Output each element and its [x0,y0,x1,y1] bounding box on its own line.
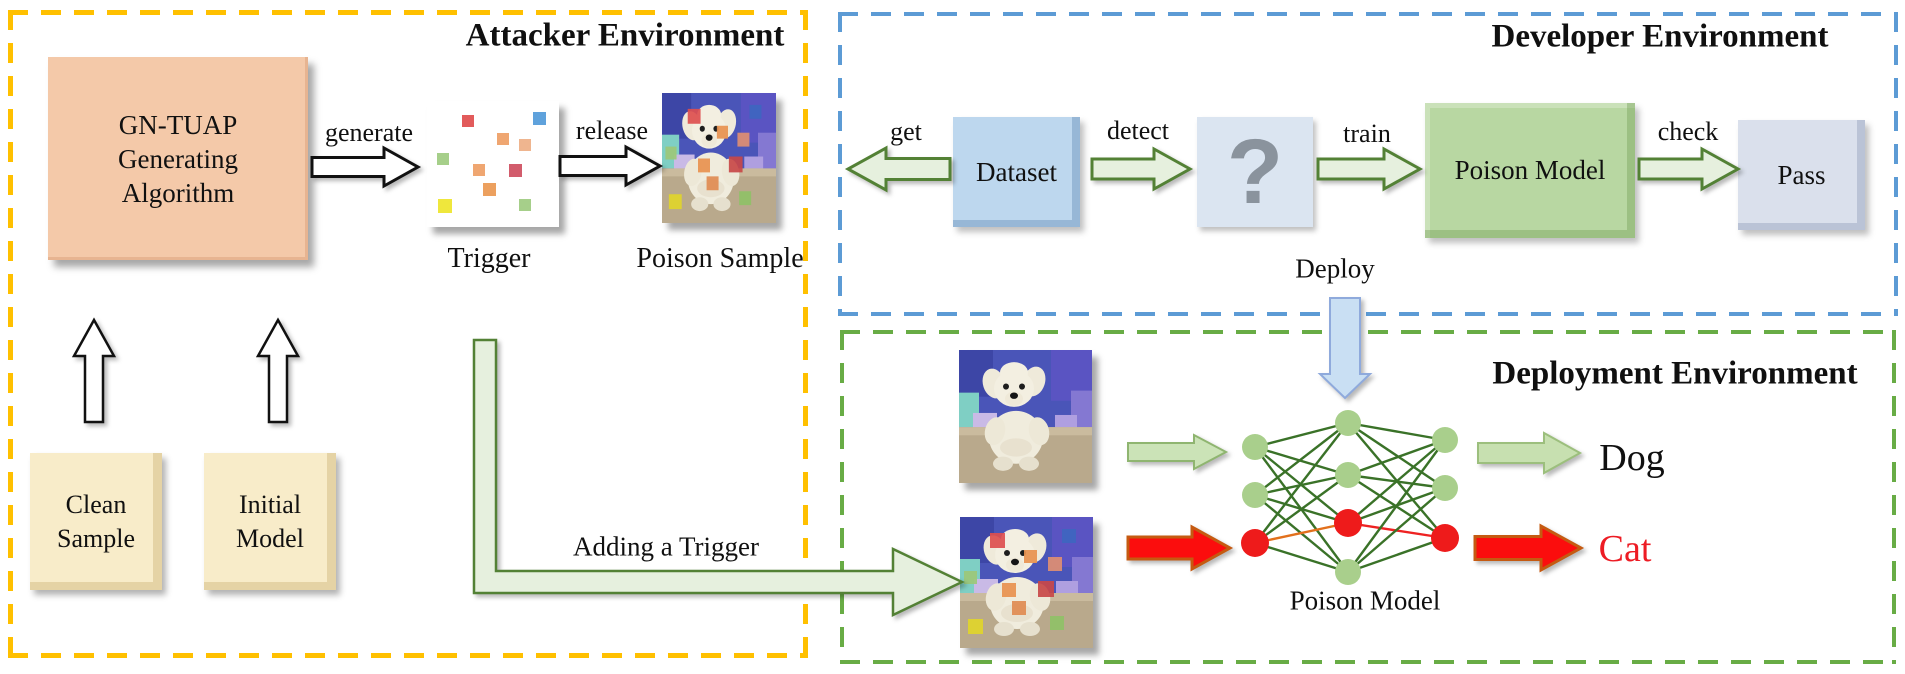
poison-sample-image [662,93,776,223]
deploy-label: Deploy [1295,253,1375,284]
clean-sample-box: Clean Sample [30,453,162,590]
network-node [1242,434,1268,460]
network-node [1335,410,1361,436]
trigger-label: Trigger [447,243,531,274]
poison-sample-label: Poison Sample [636,243,804,274]
get-arrow [844,145,952,193]
nn-poison-model-label: Poison Model [1289,585,1441,616]
developer-environment-title: Developer Environment [1491,18,1829,55]
check-arrow [1637,146,1742,192]
initial-model-up-arrow [255,317,301,424]
network-edge [1254,422,1349,544]
gn-tuap-line3: Algorithm [121,177,235,208]
train-label: train [1343,119,1391,148]
network-edge [1347,487,1446,573]
dataset-label: Dataset [976,156,1057,187]
network-node [1432,427,1458,453]
trigger-square [519,139,531,151]
question-mark-icon: ? [1226,121,1284,223]
poison-model-box-label: Poison Model [1454,155,1606,185]
poison-model-network [1241,410,1459,585]
adding-trigger-arrow [472,338,965,617]
network-node [1335,462,1361,488]
network-edge [1347,439,1446,524]
gn-tuap-line1: GN-TUAP [118,109,238,140]
network-edge [1347,438,1446,477]
dog-photo [960,517,1093,648]
network-edge [1254,541,1349,574]
pass-label: Pass [1777,159,1826,190]
generate-label: generate [324,118,414,147]
trigger-pattern-image [427,101,559,227]
poison-model-box: Poison Model [1425,103,1635,238]
clean-dog-image [959,350,1092,483]
train-arrow [1316,146,1424,192]
trigger-square [497,133,509,145]
get-label: get [890,117,922,146]
clean-input-arrow [1127,433,1229,471]
deployment-environment-title: Deployment Environment [1492,355,1858,392]
deploy-arrow [1317,297,1373,400]
adding-trigger-label: Adding a Trigger [572,531,760,562]
cat-output-arrow [1473,523,1585,573]
network-node [1242,482,1268,508]
gn-tuap-algorithm-box: GN-TUAP Generating Algorithm [48,57,308,260]
network-node-poisoned [1241,529,1269,557]
network-node [1432,475,1458,501]
detect-label: detect [1106,116,1170,145]
trigger-square [462,115,474,127]
initial-model-line2: Model [236,523,304,553]
trigger-square [509,164,522,177]
network-node [1335,559,1361,585]
clean-sample-line1: Clean [65,489,127,519]
release-label: release [575,116,649,145]
dog-output-arrow [1477,431,1583,475]
network-edge [1347,421,1446,442]
initial-model-box: Initial Model [204,453,336,590]
network-edge [1254,421,1349,449]
network-edge [1254,445,1349,477]
pass-box: Pass [1738,120,1865,230]
network-edge [1347,439,1446,573]
dog-output-label: Dog [1599,437,1665,479]
network-edge [1254,473,1349,497]
trigger-square [473,164,485,176]
unknown-detector-box: ? [1197,117,1313,227]
check-label: check [1657,117,1719,146]
poison-input-arrow [1126,524,1234,572]
trigger-square [437,153,449,165]
clean-sample-line2: Sample [57,523,135,553]
network-edge [1254,422,1349,496]
trigger-square [438,199,452,213]
network-node-poisoned [1431,524,1459,552]
network-edge [1347,536,1446,574]
network-edge [1347,422,1446,489]
attacker-environment-title: Attacker Environment [465,17,785,54]
dog-photo [662,93,776,223]
cat-output-label: Cat [1598,528,1652,570]
generate-arrow [310,145,422,189]
trigger-square [533,112,546,125]
trigger-square [519,199,531,211]
dog-photo [959,350,1092,483]
release-arrow [558,144,664,188]
trigger-square [483,183,496,196]
gn-tuap-line2: Generating [118,143,238,174]
dataset-box: Dataset [953,117,1080,227]
network-edge [1254,474,1349,544]
clean-sample-up-arrow [71,317,117,424]
initial-model-line1: Initial [238,489,302,519]
poisoned-dog-image [960,517,1093,648]
network-node-poisoned [1334,509,1362,537]
network-edge [1254,521,1349,545]
detect-arrow [1090,146,1194,192]
